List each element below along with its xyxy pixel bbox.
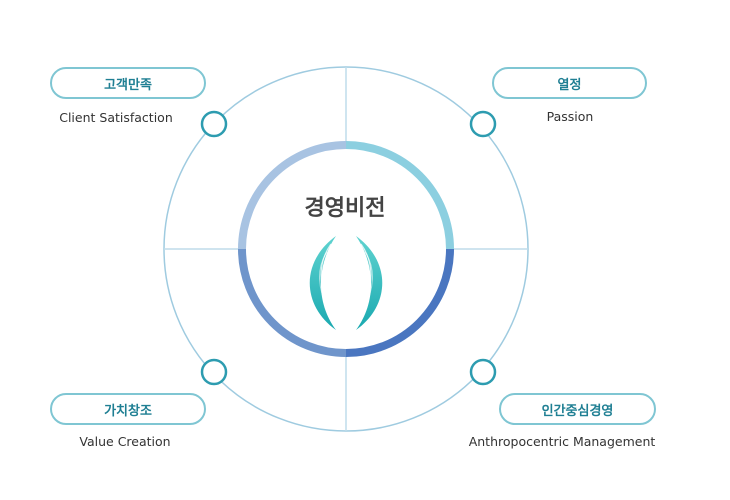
value-pill-passion: 열정 <box>492 67 647 99</box>
value-caption-passion: Passion <box>546 109 594 124</box>
twin-leaf-logo-icon <box>309 236 383 330</box>
value-caption-client: Client Satisfaction <box>59 110 173 125</box>
node-top-left <box>200 110 228 138</box>
value-pill-human: 인간중심경영 <box>499 393 656 425</box>
node-bottom-right <box>469 358 497 386</box>
center-title: 경영비전 <box>304 196 386 221</box>
inner-ring-top-left <box>238 141 347 250</box>
value-pill-client: 고객만족 <box>50 67 206 99</box>
value-caption-human: Anthropocentric Management <box>468 434 656 449</box>
inner-ring-top-right <box>345 141 454 250</box>
value-caption-value: Value Creation <box>79 434 171 449</box>
node-top-right <box>469 110 497 138</box>
node-bottom-left <box>200 358 228 386</box>
inner-ring-bottom-left <box>238 248 347 357</box>
inner-ring-bottom-right <box>345 248 454 357</box>
value-pill-value: 가치창조 <box>50 393 206 425</box>
